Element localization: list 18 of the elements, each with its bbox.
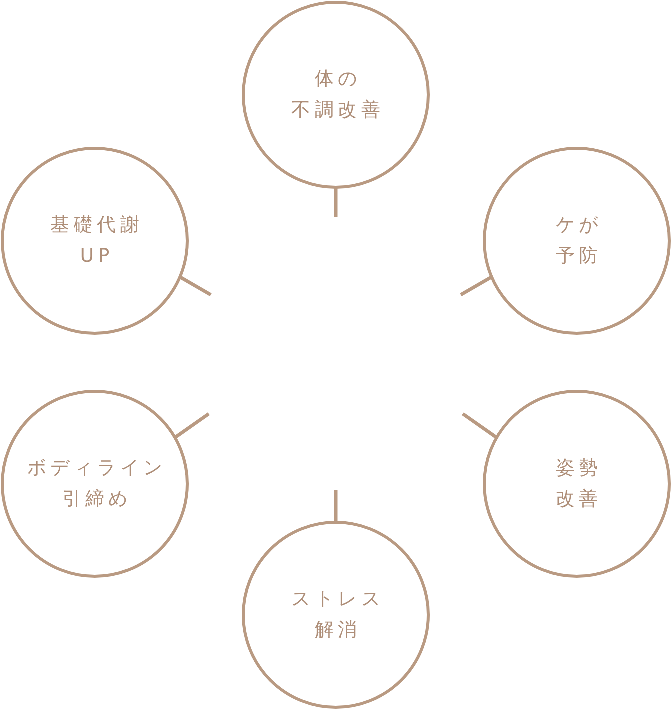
connector-line <box>462 412 498 440</box>
node-text: ボディライン引締め <box>26 456 167 512</box>
circle-node <box>242 1 430 189</box>
node-text: 基礎代謝UP <box>50 212 144 269</box>
connector-line <box>174 412 210 440</box>
connector-line <box>460 276 493 297</box>
connector-line <box>334 490 338 522</box>
circle-node <box>1 390 189 578</box>
node-text: 姿勢改善 <box>554 456 602 512</box>
connector-line <box>334 188 338 217</box>
circle-node <box>242 521 430 709</box>
node-text: 体の不調改善 <box>290 66 384 123</box>
circle-node <box>1 147 189 335</box>
node-text: ケが予防 <box>554 212 602 269</box>
connector-line <box>179 276 212 297</box>
circle-node <box>483 147 671 335</box>
circle-node <box>483 390 671 578</box>
node-text: ストレス解消 <box>290 586 384 643</box>
